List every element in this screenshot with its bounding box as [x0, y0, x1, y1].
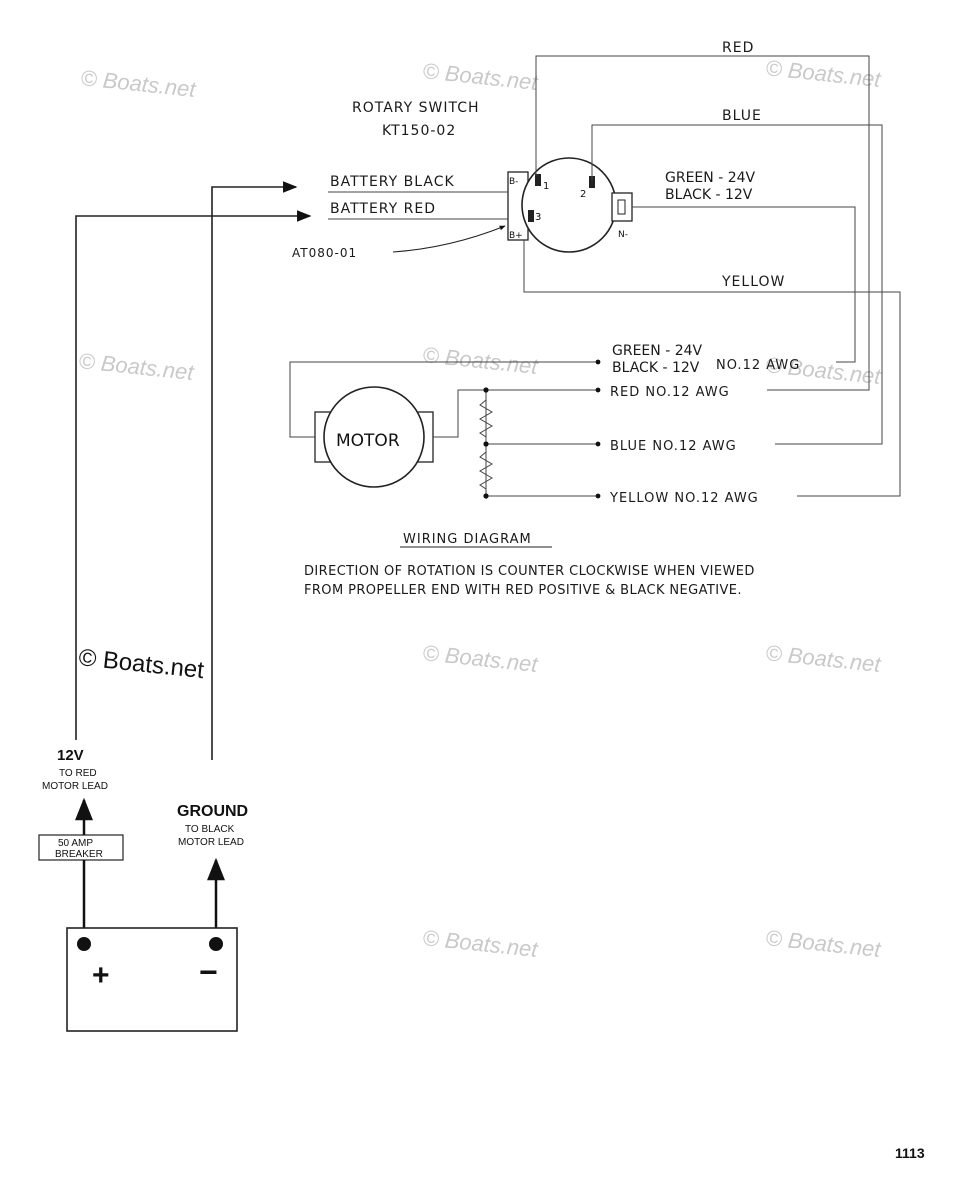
- label-to-red: TO RED: [59, 768, 97, 779]
- watermark-dark: © Boats.net: [77, 644, 205, 684]
- lead-yellow: YELLOW NO.12 AWG: [609, 491, 759, 506]
- switch-title: ROTARY SWITCH: [352, 100, 480, 116]
- caption-line-2: FROM PROPELLER END WITH RED POSITIVE & B…: [304, 583, 742, 598]
- battery-red-label: BATTERY RED: [330, 201, 436, 217]
- lead-awg: NO.12 AWG: [716, 358, 800, 373]
- battery-section: 12V TO RED MOTOR LEAD 50 AMP BREAKER GRO…: [38, 747, 248, 1032]
- ground-lead: [211, 181, 298, 760]
- page-number: 1113: [895, 1145, 925, 1161]
- breaker-label-1: 50 AMP: [58, 838, 93, 849]
- switch-n-terminal: [611, 192, 633, 222]
- battery-leads: [75, 181, 312, 760]
- resistor-1: [479, 399, 493, 438]
- watermark: © Boats.net: [77, 348, 195, 385]
- svg-text:1: 1: [543, 181, 549, 192]
- watermark: © Boats.net: [421, 342, 539, 379]
- resistor-2: [479, 451, 493, 490]
- motor-label: MOTOR: [336, 431, 400, 451]
- switch-wires: RED BLUE GREEN - 24V BLACK - 12V YELLOW …: [292, 40, 901, 497]
- blue-wire: [591, 124, 883, 445]
- breaker-box: [38, 834, 124, 861]
- terminal-1: [535, 174, 541, 186]
- wiring-caption: WIRING DIAGRAM DIRECTION OF ROTATION IS …: [304, 532, 755, 598]
- wire-label-red: RED: [722, 40, 754, 56]
- label-motor-lead-red: MOTOR LEAD: [42, 781, 108, 792]
- plus-sign: +: [92, 959, 110, 992]
- svg-text:B+: B+: [509, 231, 523, 241]
- motor-body: [323, 386, 425, 488]
- battery-black-label: BATTERY BLACK: [330, 174, 455, 190]
- lead-green-24v: GREEN - 24V: [612, 343, 703, 359]
- breaker-label-2: BREAKER: [55, 849, 103, 860]
- yellow-wire: [523, 240, 901, 497]
- watermark: © Boats.net: [421, 925, 539, 962]
- rotary-switch: ROTARY SWITCH KT150-02 1 2 3 N- B- B+: [352, 100, 633, 253]
- svg-text:3: 3: [535, 212, 541, 223]
- watermark: © Boats.net: [79, 65, 197, 102]
- lead-blue: BLUE NO.12 AWG: [610, 439, 737, 454]
- negative-terminal: [209, 937, 223, 951]
- motor-assembly: MOTOR GREEN - 24V BLACK - 12V NO.12 AWG …: [289, 343, 800, 506]
- lead-red: RED NO.12 AWG: [610, 385, 730, 400]
- label-motor-lead-black: MOTOR LEAD: [178, 837, 244, 848]
- red-wire: [535, 55, 870, 391]
- watermark: © Boats.net: [421, 640, 539, 677]
- terminal-2: [589, 176, 595, 188]
- watermark: © Boats.net: [421, 58, 539, 95]
- green-black-wire: [632, 206, 856, 363]
- svg-text:B-: B-: [509, 177, 518, 187]
- wire-label-black-12v: BLACK - 12V: [665, 187, 753, 203]
- svg-text:N-: N-: [618, 230, 628, 240]
- wire-label-green-24v: GREEN - 24V: [665, 170, 756, 186]
- wire-label-blue: BLUE: [722, 108, 762, 124]
- positive-terminal: [77, 937, 91, 951]
- label-ground: GROUND: [177, 803, 248, 820]
- minus-sign: −: [199, 954, 218, 990]
- svg-text:2: 2: [580, 189, 586, 200]
- caption-title: WIRING DIAGRAM: [403, 532, 532, 547]
- battery-box: [66, 927, 238, 1032]
- terminal-3: [528, 210, 534, 222]
- positive-lead: [75, 210, 312, 740]
- watermark: © Boats.net: [764, 640, 882, 677]
- caption-line-1: DIRECTION OF ROTATION IS COUNTER CLOCKWI…: [304, 564, 755, 579]
- label-12v: 12V: [57, 747, 84, 764]
- watermark: © Boats.net: [764, 55, 882, 92]
- switch-part-number: KT150-02: [382, 123, 456, 139]
- lead-black-12v: BLACK - 12V: [612, 360, 700, 376]
- watermark: © Boats.net: [764, 925, 882, 962]
- wire-label-yellow: YELLOW: [721, 274, 785, 290]
- label-to-black: TO BLACK: [185, 824, 235, 835]
- part-label: AT080-01: [292, 246, 357, 260]
